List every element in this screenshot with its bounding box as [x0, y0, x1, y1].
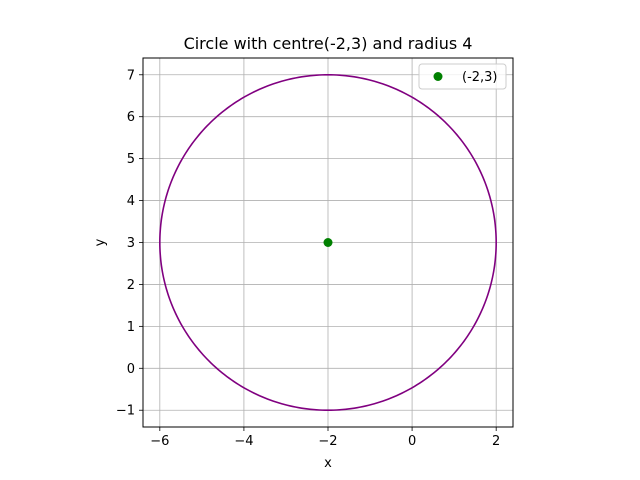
x-tick-label: 2: [492, 434, 500, 449]
y-tick-label: 1: [127, 320, 135, 335]
y-tick-label: −1: [116, 404, 135, 419]
x-axis-label: x: [324, 456, 332, 471]
legend-box: [418, 63, 507, 90]
y-axis-ticks: −1 0 1 2 3 4 5 6 7: [116, 68, 143, 419]
y-tick-label: 4: [127, 194, 135, 209]
x-tick-label: 0: [408, 434, 416, 449]
x-tick-label: −6: [150, 434, 169, 449]
y-tick-label: 5: [127, 152, 135, 167]
plot-area: −6 −4 −2 0 2 −1 0 1 2 3 4 5 6 7: [116, 57, 514, 449]
legend-marker-point: [433, 72, 443, 81]
centre-point: [323, 238, 333, 247]
x-tick-label: −4: [234, 434, 253, 449]
legend-label: (-2,3): [462, 70, 498, 85]
circle-curve: [159, 73, 497, 412]
y-tick-label: 0: [127, 362, 135, 377]
y-axis-label: y: [93, 238, 108, 246]
chart-marks: [159, 73, 497, 412]
grid: [143, 58, 513, 427]
y-tick-label: 2: [127, 278, 135, 293]
y-tick-label: 3: [127, 236, 135, 251]
x-axis-ticks: −6 −4 −2 0 2: [150, 427, 500, 449]
y-tick-label: 7: [127, 68, 135, 83]
legend: (-2,3): [418, 63, 507, 90]
y-tick-label: 6: [127, 110, 135, 125]
x-tick-label: −2: [318, 434, 337, 449]
chart-title: Circle with centre(-2,3) and radius 4: [184, 34, 473, 53]
